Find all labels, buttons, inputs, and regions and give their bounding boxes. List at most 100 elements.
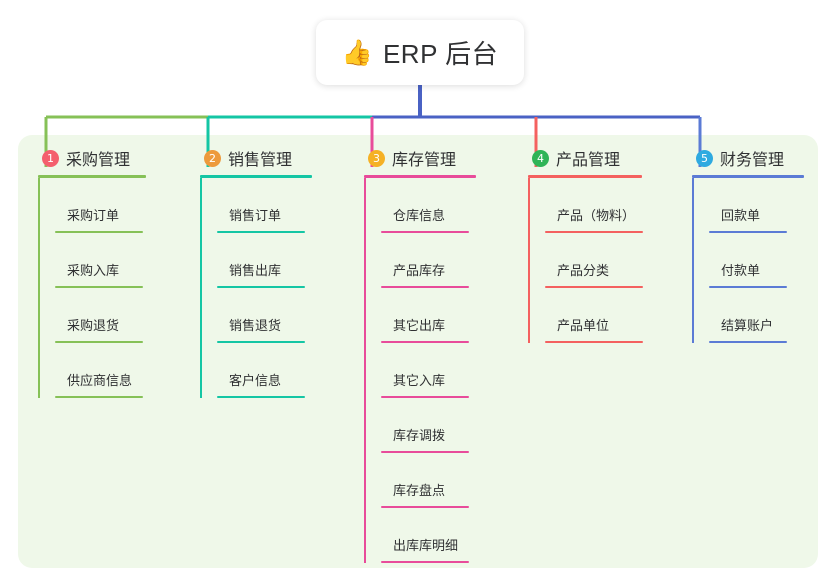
branch-item-rule [381,451,469,453]
branch-item-label: 库存盘点 [393,483,446,498]
branch-header-rule [364,175,476,178]
branch-item-label: 采购订单 [67,208,120,223]
branch-item-label: 销售出库 [229,263,282,278]
branch-item[interactable]: 销售出库 [217,233,312,288]
branch-item-label: 采购退货 [67,318,120,333]
root-node[interactable]: 👍 ERP 后台 [316,20,524,85]
branch-title: 销售管理 [228,152,293,169]
branch-item[interactable]: 客户信息 [217,343,312,398]
branch-item-label: 出库库明细 [393,538,459,553]
branch-item-rule [55,341,143,343]
branch-item-rule [545,231,643,233]
branch-header-2[interactable]: 2 销售管理 [200,146,312,170]
branch-item[interactable]: 供应商信息 [55,343,146,398]
branch-item-label: 供应商信息 [67,373,133,388]
branch-item-rule [381,561,469,563]
branch-item[interactable]: 销售订单 [217,178,312,233]
branch-2: 2 销售管理销售订单销售出库销售退货客户信息 [200,146,312,398]
branch-items: 销售订单销售出库销售退货客户信息 [200,178,312,398]
branch-items: 回款单付款单结算账户 [692,178,804,343]
branch-item-rule [709,341,787,343]
branch-number-badge: 3 [368,149,385,167]
branch-items: 采购订单采购入库采购退货供应商信息 [38,178,146,398]
branch-item-rule [381,286,469,288]
branch-number-badge: 2 [204,149,221,167]
branch-item-label: 采购入库 [67,263,120,278]
branch-item[interactable]: 采购退货 [55,288,146,343]
branch-item[interactable]: 出库库明细 [381,508,476,563]
branch-items: 仓库信息产品库存其它出库其它入库库存调拨库存盘点出库库明细 [364,178,476,563]
root-title: ERP 后台 [382,39,499,69]
branch-item-rule [217,286,305,288]
branch-items: 产品（物料） 产品分类产品单位 [528,178,643,343]
branch-item[interactable]: 产品单位 [545,288,643,343]
branch-item-label: 回款单 [721,208,761,223]
branch-item[interactable]: 采购订单 [55,178,146,233]
thumbs-up-icon: 👍 [341,38,373,67]
branch-item-rule [709,231,787,233]
branch-item-rule [381,231,469,233]
branch-header-1[interactable]: 1 采购管理 [38,146,146,170]
branch-item[interactable]: 结算账户 [709,288,804,343]
branch-item[interactable]: 库存调拨 [381,398,476,453]
branch-5: 5 财务管理回款单付款单结算账户 [692,146,804,343]
branch-item[interactable]: 其它入库 [381,343,476,398]
branch-item-rule [217,341,305,343]
branch-item[interactable]: 采购入库 [55,233,146,288]
branch-title: 财务管理 [720,152,785,169]
branch-item-rule [709,286,787,288]
branch-item-label: 其它入库 [393,373,446,388]
branch-item-label: 客户信息 [229,373,282,388]
branch-header-rule [528,175,642,178]
branch-item-label: 产品分类 [557,263,610,278]
branch-item[interactable]: 仓库信息 [381,178,476,233]
branch-title: 产品管理 [556,152,621,169]
branch-header-rule [38,175,146,178]
branch-item-label: 产品（物料） [557,208,636,223]
branch-title: 采购管理 [66,152,131,169]
branch-item-rule [217,231,305,233]
branch-item-rule [381,506,469,508]
branch-number-badge: 5 [696,149,713,167]
branch-number-badge: 1 [42,149,59,167]
branch-item-label: 库存调拨 [393,428,446,443]
branch-item[interactable]: 其它出库 [381,288,476,343]
branch-item-label: 产品单位 [557,318,610,333]
branch-header-rule [200,175,312,178]
branch-spine [692,178,694,343]
branch-spine [38,178,40,398]
branch-item-label: 付款单 [721,263,761,278]
branch-item-rule [55,286,143,288]
root-node-content: 👍 ERP 后台 [342,34,498,71]
branch-item-label: 仓库信息 [393,208,446,223]
branch-1: 1 采购管理采购订单采购入库采购退货供应商信息 [38,146,146,398]
branch-spine [364,178,366,563]
branch-header-rule [692,175,804,178]
branch-item[interactable]: 产品库存 [381,233,476,288]
branch-item-rule [545,341,643,343]
branch-item-rule [381,341,469,343]
branch-item[interactable]: 付款单 [709,233,804,288]
branch-header-5[interactable]: 5 财务管理 [692,146,804,170]
branch-item-label: 结算账户 [721,318,774,333]
branch-spine [200,178,202,398]
branch-item[interactable]: 产品分类 [545,233,643,288]
branch-item-label: 销售订单 [229,208,282,223]
branch-item-rule [545,286,643,288]
branch-item-rule [55,231,143,233]
branch-item[interactable]: 回款单 [709,178,804,233]
branch-spine [528,178,530,343]
branch-item-rule [217,396,305,398]
branch-item-label: 销售退货 [229,318,282,333]
branch-item-rule [381,396,469,398]
branch-item[interactable]: 销售退货 [217,288,312,343]
branch-item[interactable]: 产品（物料） [545,178,643,233]
branch-item[interactable]: 库存盘点 [381,453,476,508]
branch-item-label: 其它出库 [393,318,446,333]
branch-item-label: 产品库存 [393,263,446,278]
